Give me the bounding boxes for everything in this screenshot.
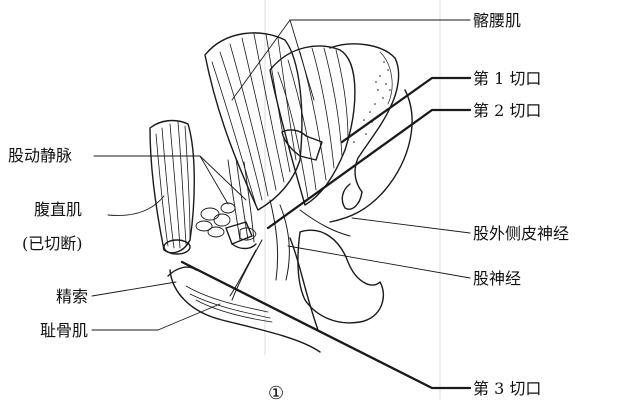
leader-iliopsoas [232, 20, 470, 100]
leader-pectineus [92, 304, 220, 330]
leader-lat-fem-cut-nerve [352, 218, 470, 233]
spermatic-cord-end [168, 267, 196, 276]
label-femoral-nerve: 股神经 [473, 270, 521, 288]
label-rectus-cut: (已切断) [22, 235, 83, 253]
nerve-branches [230, 200, 350, 300]
thigh-contour [290, 238, 318, 330]
lower-contour [170, 270, 320, 352]
rectus-fibers [156, 122, 190, 248]
incision-3-line [182, 262, 470, 388]
iliac-stipple-edge [380, 52, 392, 104]
iliac-crest-outline [330, 44, 399, 192]
leader-femoral-vessels [94, 156, 246, 200]
leader-spermatic-cord [92, 282, 176, 296]
label-incision-3: 第 3 切口 [473, 380, 541, 398]
label-incision-1: 第 1 切口 [473, 70, 541, 88]
retractor-lower-edge [232, 244, 256, 249]
label-rectus-abdominis: 腹直肌 [34, 201, 82, 219]
label-iliopsoas: 髂腰肌 [473, 12, 521, 30]
leader-lines [92, 20, 470, 330]
pectineus-fibers [190, 294, 270, 318]
pectineus-fibers [196, 300, 272, 322]
label-pectineus: 耻骨肌 [40, 322, 88, 340]
label-lateral-femoral-cutaneous-nerve: 股外侧皮神经 [473, 225, 569, 243]
incision-lines [182, 78, 470, 388]
label-femoral-vessels: 股动静脉 [8, 147, 72, 165]
leader-femoral-vessels-2 [200, 156, 228, 204]
leader-iliopsoas-2 [290, 20, 314, 100]
leader-femoral-nerve [288, 246, 470, 278]
label-incision-2: 第 2 切口 [473, 102, 541, 120]
figure-number: ① [268, 384, 284, 404]
label-spermatic-cord: 精索 [56, 288, 88, 306]
psoas-muscle [205, 33, 302, 210]
